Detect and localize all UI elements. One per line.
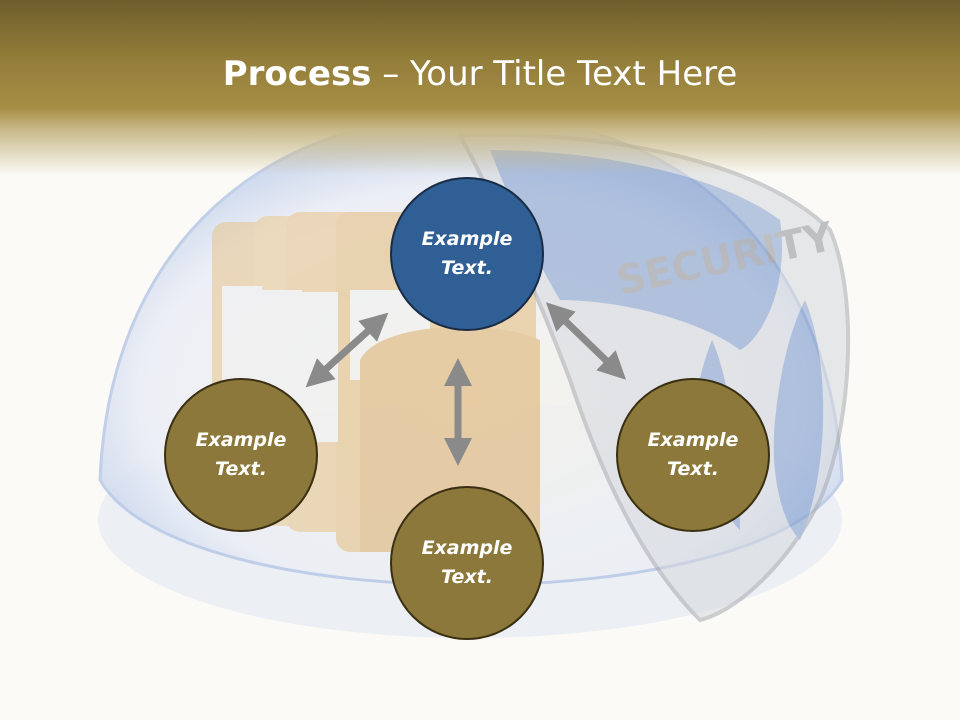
title-bold: Process	[222, 54, 372, 94]
title-bar	[0, 0, 960, 175]
arrow-top-right	[545, 302, 627, 380]
node-top-text: Example Text.	[421, 228, 513, 279]
arrow-top-left	[305, 312, 389, 388]
node-left-text: Example Text.	[195, 429, 287, 480]
title-rest: – Your Title Text Here	[371, 54, 738, 94]
page-title: Process – Your Title Text Here	[0, 52, 960, 96]
node-left[interactable]: Example Text.	[164, 378, 318, 532]
node-right[interactable]: Example Text.	[616, 378, 770, 532]
node-bottom[interactable]: Example Text.	[390, 486, 544, 640]
node-right-text: Example Text.	[647, 429, 739, 480]
node-bottom-text: Example Text.	[421, 537, 513, 588]
node-top[interactable]: Example Text.	[390, 177, 544, 331]
